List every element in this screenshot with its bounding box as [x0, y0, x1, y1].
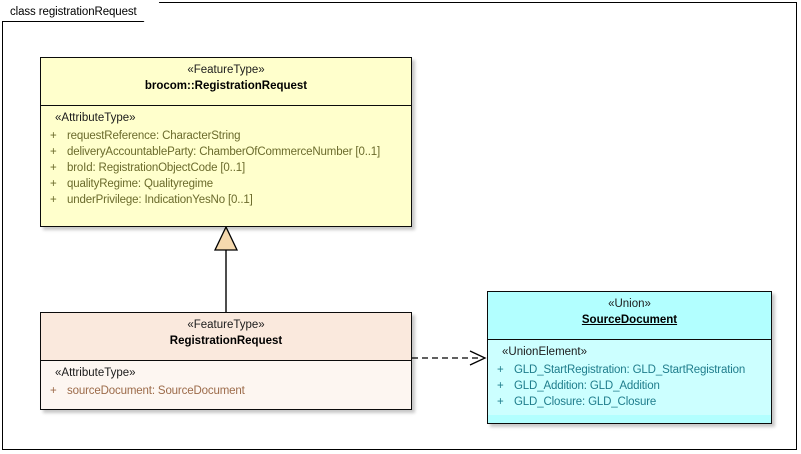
attribute-visibility: + [50, 194, 57, 206]
attribute-row[interactable]: + broId: RegistrationObjectCode [0..1] [45, 160, 407, 176]
class-box-brocom-registration-request[interactable]: «FeatureType» brocom::RegistrationReques… [40, 57, 412, 227]
attribute-visibility: + [50, 385, 57, 397]
attribute-row[interactable]: + qualityRegime: Qualityregime [45, 176, 407, 192]
attribute-label: GLD_Addition: GLD_Addition [514, 380, 660, 392]
attribute-visibility: + [497, 380, 504, 392]
attribute-visibility: + [50, 162, 57, 174]
class-stereotype: «FeatureType» [187, 64, 265, 76]
class-stereotype: «FeatureType» [187, 319, 265, 331]
class-header: «FeatureType» brocom::RegistrationReques… [41, 58, 411, 105]
attribute-compartment-stereotype: «AttributeType» [55, 112, 136, 124]
attribute-label: qualityRegime: Qualityregime [67, 178, 214, 190]
class-header: «Union» SourceDocument [488, 292, 771, 339]
diagram-title-label: class registrationRequest [10, 5, 137, 18]
class-name: RegistrationRequest [169, 335, 283, 347]
attribute-label: GLD_StartRegistration: GLD_StartRegistra… [514, 364, 746, 376]
class-name: brocom::RegistrationRequest [144, 80, 308, 92]
class-box-source-document[interactable]: «Union» SourceDocument «UnionElement» + … [487, 291, 772, 424]
class-name: SourceDocument [581, 314, 678, 326]
attribute-row[interactable]: + GLD_Addition: GLD_Addition [492, 378, 767, 394]
attribute-row[interactable]: + requestReference: CharacterString [45, 128, 407, 144]
attribute-visibility: + [497, 364, 504, 376]
attribute-row[interactable]: + deliveryAccountableParty: ChamberOfCom… [45, 144, 407, 160]
attribute-row[interactable]: + underPrivilege: IndicationYesNo [0..1] [45, 192, 407, 208]
attributes-compartment: «AttributeType» + requestReference: Char… [41, 106, 411, 213]
compartment-divider [488, 339, 771, 340]
attribute-label: sourceDocument: SourceDocument [67, 385, 245, 397]
attribute-row[interactable]: + GLD_Closure: GLD_Closure [492, 394, 767, 410]
attribute-visibility: + [50, 146, 57, 158]
diagram-title-tab: class registrationRequest [2, 2, 160, 22]
attribute-visibility: + [497, 396, 504, 408]
attribute-label: deliveryAccountableParty: ChamberOfComme… [67, 146, 381, 158]
compartment-divider [41, 360, 411, 361]
attribute-row[interactable]: + GLD_StartRegistration: GLD_StartRegist… [492, 362, 767, 378]
attribute-visibility: + [50, 178, 57, 190]
attribute-label: broId: RegistrationObjectCode [0..1] [67, 162, 246, 174]
attribute-label: underPrivilege: IndicationYesNo [0..1] [67, 194, 253, 206]
class-stereotype: «Union» [608, 298, 651, 310]
class-box-registration-request[interactable]: «FeatureType» RegistrationRequest «Attri… [40, 312, 412, 410]
attribute-visibility: + [50, 130, 57, 142]
class-header: «FeatureType» RegistrationRequest [41, 313, 411, 360]
attributes-compartment: «AttributeType» + sourceDocument: Source… [41, 361, 411, 404]
attributes-compartment: «UnionElement» + GLD_StartRegistration: … [488, 340, 771, 415]
compartment-divider [41, 105, 411, 106]
attribute-label: requestReference: CharacterString [67, 130, 241, 142]
attribute-compartment-stereotype: «AttributeType» [55, 367, 136, 379]
attribute-compartment-stereotype: «UnionElement» [502, 346, 588, 358]
attribute-row[interactable]: + sourceDocument: SourceDocument [45, 383, 407, 399]
attribute-label: GLD_Closure: GLD_Closure [514, 396, 657, 408]
